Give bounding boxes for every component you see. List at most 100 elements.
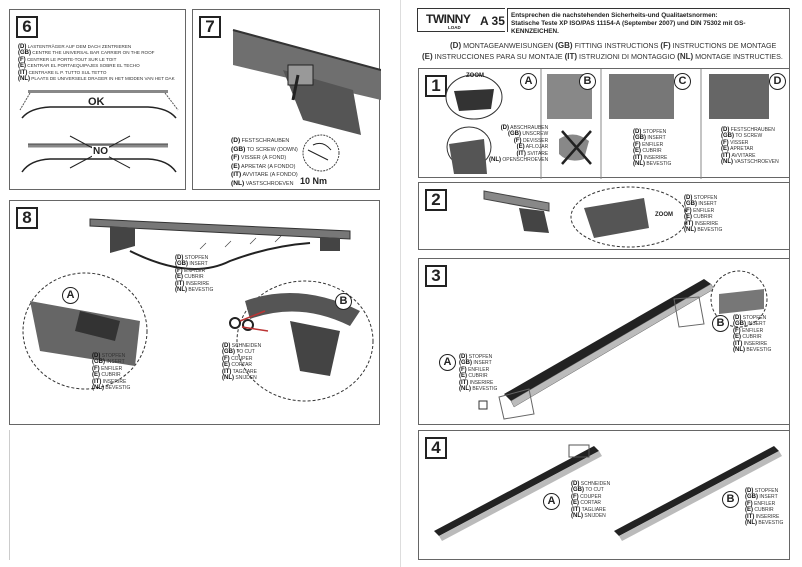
language-label: (D) STOPFEN	[633, 129, 671, 135]
language-code: (F)	[721, 139, 729, 146]
label-text: BEVESTIG	[646, 161, 672, 168]
label-text: ENFILER	[642, 141, 664, 148]
label-text: AVVITARE (A FONDO)	[242, 172, 298, 179]
instruction-title: FITTING INSTRUCTIONS	[574, 41, 659, 50]
instructions-line: (D) MONTAGEANWEISUNGEN (GB) FITTING INST…	[422, 40, 783, 51]
screw-illustration	[232, 29, 381, 172]
language-label: (E) CUBRIR	[745, 507, 783, 513]
language-code: (F)	[513, 137, 522, 144]
label-text: ENFILER	[754, 500, 776, 507]
language-code: (NL)	[92, 385, 104, 392]
language-label: (F) COUPER	[571, 494, 610, 500]
brand-name: TWINNY	[426, 12, 471, 26]
label-text: INSERT	[647, 135, 666, 142]
bar-illustration	[478, 270, 768, 420]
language-label: (D) SCHNEIDEN	[222, 343, 261, 349]
language-code: (E)	[745, 507, 753, 514]
language-label: (GB) INSERT	[175, 261, 213, 267]
language-label: (D) STOPFEN	[175, 255, 213, 261]
language-code: (E)	[92, 372, 100, 379]
substep-a-marker: A	[520, 73, 537, 90]
label-text: STOPFEN	[642, 129, 667, 135]
language-label: (GB) INSERT	[459, 360, 497, 366]
language-label: (IT) AVVITARE (A FONDO)	[231, 171, 298, 180]
detail-a-marker: A	[62, 287, 79, 304]
language-code: (D)	[684, 195, 693, 201]
language-code: (D)	[721, 127, 730, 133]
language-code: (D)	[18, 44, 27, 50]
label-text: BEVESTIG	[188, 287, 214, 294]
label-text: STOPFEN	[101, 353, 126, 359]
brand-logo: TWINNY LOAD A 35	[417, 8, 505, 32]
substep-c-labels: (D) STOPFEN(GB) INSERT(F) ENFILER(E) CUB…	[633, 129, 671, 167]
language-code: (E)	[571, 500, 579, 507]
language-code: (E)	[18, 63, 26, 70]
label-text: STOPFEN	[693, 195, 718, 201]
detail-b-labels: (D) STOPFEN(GB) INSERT(F) ENFILER(E) CUB…	[733, 315, 771, 353]
language-label: (F) ENFILER	[92, 366, 130, 372]
label-text: CUBRIR	[754, 507, 774, 514]
language-label: (NL) SNIJDEN	[222, 375, 261, 381]
language-label: (IT) INSERIRE	[733, 341, 771, 347]
label-text: INSERT	[698, 201, 717, 208]
language-code: (D)	[459, 354, 468, 360]
instructions-titles: (D) MONTAGEANWEISUNGEN (GB) FITTING INST…	[422, 40, 783, 62]
label-text: BEVESTIG	[697, 227, 723, 234]
label-text: LASTENTRÄGER AUF DEM DACH ZENTRIEREN	[27, 44, 132, 49]
language-label: (D) STOPFEN	[684, 195, 722, 201]
language-label: (E) CUBRIR	[459, 373, 497, 379]
label-text: DEVISSER	[522, 137, 549, 144]
unscrew-illustrations	[445, 69, 769, 179]
detail-a-marker: A	[439, 354, 456, 371]
insert-illustration	[483, 186, 688, 248]
label-text: TO SCREW	[735, 133, 763, 140]
language-code: (GB)	[733, 321, 746, 328]
language-label: (NL) BEVESTIG	[745, 520, 783, 526]
step-6-panel: 6 (D) LASTENTRÄGER AUF DEM DACH ZENTRIER…	[9, 9, 186, 190]
brand-sub: LOAD	[448, 25, 461, 30]
label-text: OPENSCHROEVEN	[502, 157, 549, 164]
language-label: (NL) BEVESTIG	[175, 287, 213, 293]
language-code: (E)	[222, 362, 230, 369]
language-label: (F) VISSER	[721, 140, 779, 146]
instruction-labels: (D) LASTENTRÄGER AUF DEM DACH ZENTRIEREN…	[18, 44, 175, 82]
language-code: (GB)	[92, 359, 105, 366]
label-text: TO CUT	[585, 487, 604, 494]
label-text: VISSER	[730, 139, 749, 146]
language-label: (D) STOPFEN	[459, 354, 497, 360]
language-label: (F) ENFILER	[633, 142, 671, 148]
language-code: (GB)	[222, 349, 235, 356]
language-label: (IT) TAGLIARE	[571, 507, 610, 513]
language-label: (E) CENTRAR EL PORTAEQUIPAJES SOBRE EL T…	[18, 63, 175, 69]
language-label: (D) SCHNEIDEN	[571, 481, 610, 487]
language-label: (F) VISSER (À FOND)	[231, 154, 298, 163]
label-text: STOPFEN	[742, 315, 767, 321]
instruction-labels: (D) STOPFEN(GB) INSERT(F) ENFILER(E) CUB…	[684, 195, 722, 233]
step-number: 2	[425, 189, 447, 211]
language-code: (GB)	[18, 50, 31, 57]
language-code: (F)	[222, 355, 230, 362]
language-code: (GB)	[555, 41, 573, 50]
language-code: (F)	[231, 154, 240, 162]
label-text: CENTRAR EL PORTAEQUIPAJES SOBRE EL TECHO	[27, 63, 140, 69]
detail-a-marker: A	[543, 493, 560, 510]
label-text: SNIJDEN	[235, 375, 257, 382]
label-text: BEVESTIG	[472, 386, 498, 393]
detail-b-marker: B	[722, 491, 739, 508]
label-text: AVVITARE	[731, 152, 756, 159]
label-text: INSERT	[747, 321, 766, 328]
language-label: (GB) INSERT	[733, 321, 771, 327]
language-code: (E)	[231, 162, 240, 170]
language-code: (D)	[571, 481, 580, 487]
language-code: (NL)	[633, 161, 645, 168]
language-label: (D) STOPFEN	[92, 353, 130, 359]
label-text: SVITARE	[527, 150, 549, 157]
product-model: A 35	[480, 14, 505, 28]
instruction-labels: (D) FESTSCHRAUBEN(GB) TO SCREW (DOWN)(F)…	[231, 137, 298, 189]
language-code: (GB)	[175, 261, 188, 268]
language-label: (F) ENFILER	[745, 501, 783, 507]
language-code: (NL)	[571, 513, 583, 520]
language-code: (NL)	[745, 520, 757, 527]
label-text: ENFILER	[468, 366, 490, 373]
label-text: FESTSCHRAUBEN	[730, 127, 775, 133]
